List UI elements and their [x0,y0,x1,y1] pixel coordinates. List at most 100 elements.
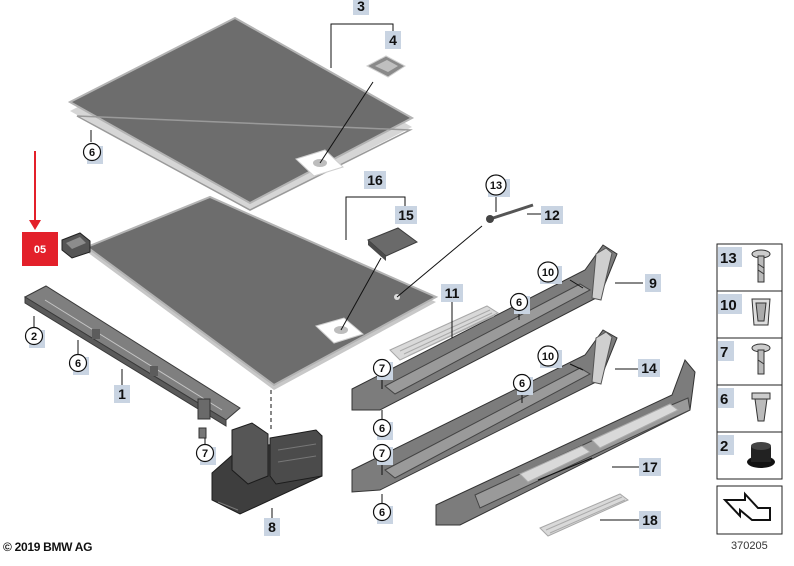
loading-sill-cover-part [351,244,618,411]
legend-number: 13 [720,250,737,267]
callout-highlight [353,0,369,15]
callout-number: 3 [357,0,365,14]
callout-number: 7 [379,448,385,460]
direction-arrow-icon [722,491,771,521]
callout-18[interactable]: 18 [639,511,661,529]
callout-15[interactable]: 15 [395,206,417,224]
callout-9[interactable]: 9 [645,274,661,292]
callout-number: 6 [89,147,95,159]
position-badge-label: 05 [34,244,46,256]
legend-label-highlight [718,341,734,361]
callout-12[interactable]: 12 [541,206,563,224]
clip-part [61,232,91,259]
legend-number: 7 [720,344,728,361]
callout-3[interactable]: 3 [353,0,369,15]
callout-number: 6 [75,358,81,370]
callout-16[interactable]: 16 [364,171,386,189]
callout-circle [537,261,559,283]
callout-circle [509,292,529,312]
callout-number: 17 [642,459,658,475]
callout-highlight [639,511,661,529]
callout-number: 10 [542,351,554,363]
callout-number: 10 [542,267,554,279]
callout-10[interactable]: 10 [537,261,562,284]
clip-nut-icon [751,298,771,326]
callout-circle [537,345,559,367]
callout-highlight [364,171,386,189]
legend-cell-13[interactable]: 13 [716,243,783,292]
callout-highlight [639,458,661,476]
floor-panel-lower [84,195,439,390]
callout-7[interactable]: 7 [195,443,217,466]
support-rail-part [23,285,241,427]
callout-highlight [638,359,660,377]
callout-number: 14 [641,360,657,376]
callout-6[interactable]: 6 [68,353,90,376]
callout-number: 7 [379,363,385,375]
loading-sill-trim-part [351,329,618,493]
screw-icon [751,249,771,283]
callout-4[interactable]: 4 [385,31,401,49]
legend-number: 10 [720,297,737,314]
bolt-icon [751,343,771,375]
callout-highlight [645,274,661,292]
callout-number: 13 [490,180,502,192]
callout-circle [195,443,215,463]
strap-part [486,203,534,223]
callout-number: 6 [519,378,525,390]
callout-13[interactable]: 13 [485,174,510,197]
scuff-strip-part [539,493,629,537]
callout-1[interactable]: 1 [114,385,130,403]
handle-cover-part [365,55,406,78]
legend-cell-10[interactable]: 10 [716,290,783,339]
callout-circle [24,326,44,346]
callout-circle [372,358,392,378]
callout-circle [372,443,392,463]
callout-number: 8 [268,519,276,535]
legend-cell-arrow [716,485,783,535]
callout-number: 11 [445,285,460,301]
callout-6[interactable]: 6 [372,502,394,525]
callout-highlight [385,31,401,49]
callout-number: 4 [389,32,397,48]
callout-6[interactable]: 6 [509,292,531,315]
callout-circle [512,373,532,393]
callout-number: 2 [31,331,37,343]
floor-panel-upper [67,16,415,211]
diagram-number: 370205 [731,540,768,552]
legend-number: 2 [720,438,728,455]
storage-tray-part [211,422,323,515]
callout-highlight [541,206,563,224]
callout-10[interactable]: 10 [537,345,562,368]
scuff-plate-part [389,305,500,361]
expansion-nut-icon [751,392,771,422]
callout-7[interactable]: 7 [372,358,394,381]
copyright-text: © 2019 BMW AG [3,540,92,554]
callout-number: 6 [379,423,385,435]
callout-2[interactable]: 2 [24,326,46,349]
callout-17[interactable]: 17 [639,458,661,476]
callout-number: 12 [544,207,560,223]
callout-number: 16 [367,172,383,188]
callout-11[interactable]: 11 [441,284,463,302]
callout-highlight [441,284,463,302]
callout-number: 9 [649,275,657,291]
legend-cell-6[interactable]: 6 [716,384,783,433]
leader-lines [33,23,643,521]
legend-cell-2[interactable]: 2 [716,431,783,480]
callout-8[interactable]: 8 [264,518,280,536]
callout-number: 7 [202,448,208,460]
callout-number: 6 [516,297,522,309]
callout-14[interactable]: 14 [638,359,660,377]
position-badge[interactable]: 05 [22,232,58,266]
callout-6[interactable]: 6 [512,373,534,396]
loading-edge-cover-part [435,359,696,526]
legend-cell-7[interactable]: 7 [716,337,783,386]
callout-6[interactable]: 6 [372,418,394,441]
callout-circle [372,502,392,522]
callout-6[interactable]: 6 [82,142,104,165]
callout-7[interactable]: 7 [372,443,394,466]
callout-circle [372,418,392,438]
